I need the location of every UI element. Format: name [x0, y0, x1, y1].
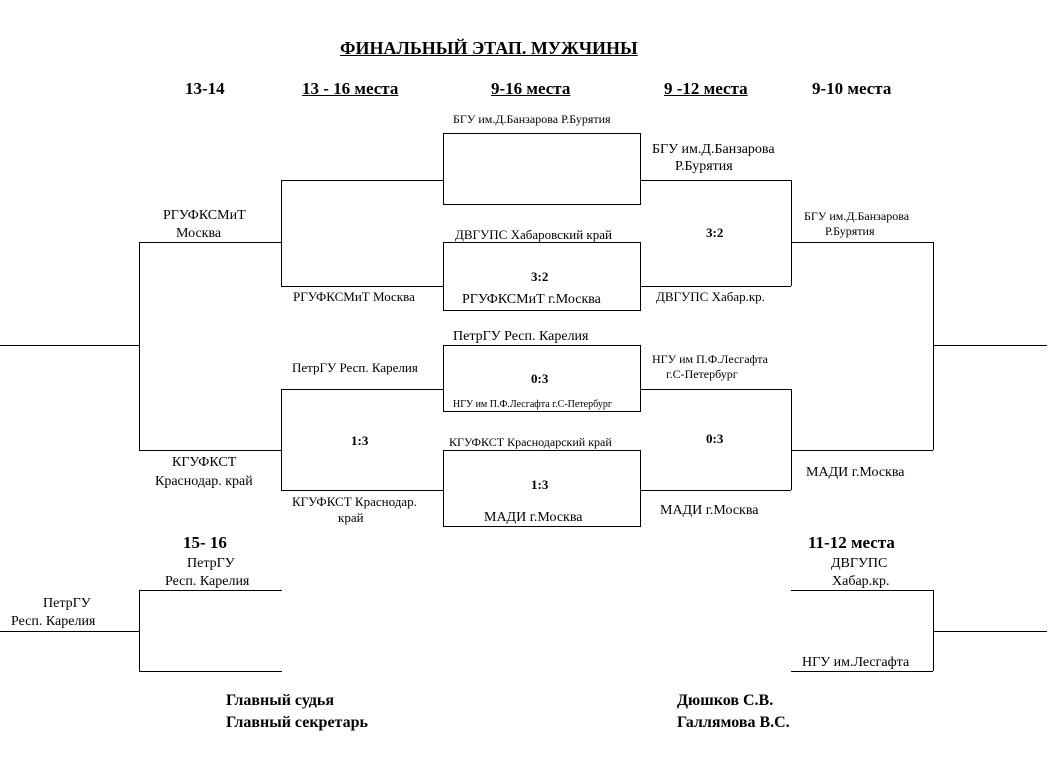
r912-score-bottom: 0:3: [706, 431, 724, 446]
judge-label: Главный судья: [226, 692, 335, 709]
bracket-line: [641, 180, 791, 181]
r912-bottom: МАДИ г.Москва: [660, 503, 759, 518]
l1316-bottom-loser-2: край: [338, 510, 364, 525]
m3-score: 0:3: [531, 371, 549, 386]
m4-score: 1:3: [531, 477, 549, 492]
m3-top-team: ПетрГУ Респ. Карелия: [453, 329, 589, 344]
bracket-line: [791, 450, 933, 451]
l1316-top-loser: РГУФКСМиТ Москва: [293, 289, 415, 304]
l1314-bottom-1: КГУФКСТ: [172, 455, 237, 470]
l1316-score: 1:3: [351, 433, 369, 448]
l1516-top-1: ПетрГУ: [187, 556, 235, 571]
match-box-1: [443, 133, 641, 205]
secretary-label: Главный секретарь: [226, 714, 368, 731]
bracket-line: [139, 242, 140, 450]
bracket-line: [0, 631, 139, 632]
header-15-16: 15- 16: [183, 533, 227, 552]
r1112-top-2: Хабар.кр.: [832, 574, 890, 589]
l1314-top-1: РГУФКСМиТ: [163, 208, 246, 223]
l1316-bottom-top: ПетрГУ Респ. Карелия: [292, 360, 418, 375]
header-13-16: 13 - 16 места: [302, 79, 399, 98]
bracket-line: [0, 345, 139, 346]
r910-bottom: МАДИ г.Москва: [806, 465, 905, 480]
m1-top-team: БГУ им.Д.Банзарова Р.Бурятия: [453, 112, 611, 126]
l1316-bottom-loser-1: КГУФКСТ Краснодар.: [292, 494, 417, 509]
bracket-line: [281, 286, 443, 287]
r910-top-2: Р.Бурятия: [825, 224, 875, 238]
r1112-top-1: ДВГУПС: [831, 556, 888, 571]
bracket-line: [641, 389, 791, 390]
bracket-line: [791, 590, 933, 591]
bracket-line: [791, 671, 933, 672]
bracket-line: [281, 490, 443, 491]
r912-mid2-2: г.С-Петербург: [666, 367, 738, 381]
l1516-winner-1: ПетрГУ: [43, 596, 91, 611]
bracket-line: [139, 450, 281, 451]
bracket-line: [791, 242, 933, 243]
judge-name: Дюшков С.В.: [677, 692, 774, 709]
header-9-12: 9 -12 места: [664, 79, 748, 98]
bracket-line: [139, 590, 282, 591]
bracket-line: [933, 631, 1047, 632]
bracket-line: [641, 490, 791, 491]
header-11-12: 11-12 места: [808, 533, 895, 552]
m2-bottom-team: РГУФКСМиТ г.Москва: [462, 292, 601, 307]
bracket-line: [641, 286, 791, 287]
bracket-line: [281, 180, 282, 286]
bracket-line: [791, 389, 792, 490]
l1516-top-2: Респ. Карелия: [165, 574, 250, 589]
l1314-top-2: Москва: [176, 226, 222, 241]
bracket-line: [791, 180, 792, 286]
r912-top-2: Р.Бурятия: [675, 159, 733, 174]
r912-score-top: 3:2: [706, 225, 724, 240]
bracket-line: [281, 389, 282, 490]
bracket-line: [281, 389, 443, 390]
m4-bottom-team: МАДИ г.Москва: [484, 510, 583, 525]
bracket-line: [281, 180, 443, 181]
r912-top-1: БГУ им.Д.Банзарова: [652, 142, 775, 157]
bracket-line: [139, 671, 282, 672]
r1112-bottom: НГУ им.Лесгафта: [802, 655, 910, 670]
bracket-line: [139, 242, 281, 243]
match-box-4: [443, 450, 641, 527]
bracket-line: [933, 345, 1047, 346]
bracket-line: [933, 590, 934, 671]
bracket-line: [139, 590, 140, 671]
m1-bottom-team: ДВГУПС Хабаровский край: [455, 227, 612, 242]
r912-mid2-1: НГУ им П.Ф.Лесгафта: [652, 352, 769, 366]
header-9-10: 9-10 места: [812, 79, 892, 98]
bracket-line: [933, 242, 934, 450]
match-box-2: [443, 242, 641, 311]
header-9-16: 9-16 места: [491, 79, 571, 98]
l1516-winner-2: Респ. Карелия: [11, 614, 96, 629]
secretary-name: Галлямова В.С.: [677, 714, 790, 731]
m2-score: 3:2: [531, 269, 549, 284]
l1314-bottom-2: Краснодар. край: [155, 474, 253, 489]
r910-top-1: БГУ им.Д.Банзарова: [804, 209, 910, 223]
match-box-3: [443, 345, 641, 412]
page-title: ФИНАЛЬНЫЙ ЭТАП. МУЖЧИНЫ: [340, 38, 638, 58]
m3-bottom-team: НГУ им П.Ф.Лесгафта г.С-Петербург: [453, 399, 612, 410]
r912-mid-top: ДВГУПС Хабар.кр.: [656, 289, 765, 304]
header-13-14: 13-14: [185, 79, 225, 98]
m4-top-team: КГУФКСТ Краснодарский край: [449, 435, 612, 449]
